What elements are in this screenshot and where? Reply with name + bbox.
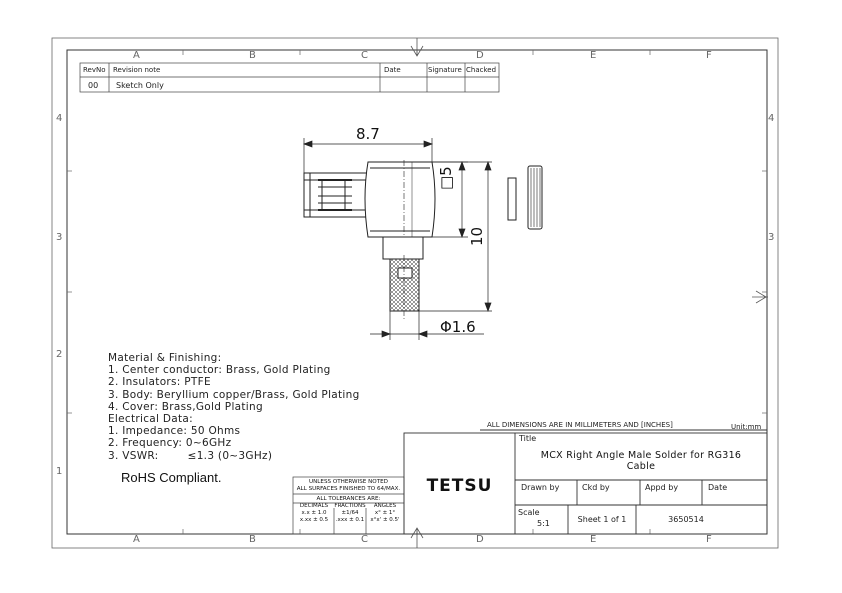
title-block-grid <box>403 429 768 535</box>
tolerance-fractions-head: FRACTIONS <box>334 503 366 509</box>
tolerance-decimals-head: DECIMALS <box>299 503 329 509</box>
zone-label-top-f: F <box>706 50 712 61</box>
rev-row-note: Sketch Only <box>116 81 164 90</box>
zone-label-top-e: E <box>590 50 597 61</box>
tolerance-angles-b: x°x' ± 0.5' <box>370 517 400 523</box>
connector-neck <box>382 236 424 260</box>
drawing-title-line-1: MCX Right Angle Male Solder for RG316 <box>540 450 742 461</box>
tolerance-fractions-b: .xxx ± 0.1 <box>335 517 365 523</box>
tolerance-fractions: FRACTIONS ±1/64 .xxx ± 0.1 <box>334 503 366 524</box>
zone-label-top-d: D <box>476 50 484 61</box>
rev-row-number: 00 <box>88 81 99 90</box>
checked-by-label: Ckd by <box>582 483 610 492</box>
nut-side-view <box>527 165 543 230</box>
tolerance-angles: ANGLES x° ± 1° x°x' ± 0.5' <box>366 503 404 524</box>
tolerance-angles-head: ANGLES <box>373 503 397 509</box>
zone-label-right-3: 3 <box>768 232 775 243</box>
tolerance-line-3: ALL TOLERANCES ARE: <box>316 496 381 502</box>
title-label: Title <box>519 434 537 443</box>
material-line-4: 4. Cover: Brass,Gold Plating <box>108 400 263 413</box>
tolerance-line-2: ALL SURFACES FINISHED TO 64/MAX. <box>296 485 401 492</box>
material-heading: Material & Finishing: <box>108 352 222 364</box>
zone-label-top-b: B <box>249 50 256 61</box>
date-label: Date <box>708 483 728 492</box>
washer-side-view <box>507 177 517 221</box>
electrical-line-3: 3. VSWR: ≤1.3 (0~3GHz) <box>108 449 273 462</box>
rohs-note: RoHS Compliant. <box>121 470 222 485</box>
rev-header-note: Revision note <box>113 66 161 74</box>
material-notes: Material & Finishing: 1. Center conducto… <box>108 352 360 462</box>
dim-diameter-label: Φ1.6 <box>440 318 476 336</box>
zone-label-bottom-c: C <box>361 534 368 545</box>
zone-label-bottom-b: B <box>249 534 256 545</box>
rev-header-revno: RevNo <box>83 66 106 74</box>
outer-frame <box>51 37 779 549</box>
dimension-lines <box>303 138 492 340</box>
electrical-line-1: 1. Impedance: 50 Ohms <box>108 425 241 438</box>
rev-header-date: Date <box>384 66 401 74</box>
tolerance-angles-a: x° ± 1° <box>374 510 396 516</box>
tolerance-fractions-a: ±1/64 <box>341 510 359 516</box>
approved-by-label: Appd by <box>645 483 679 492</box>
tolerance-decimals-b: x.xx ± 0.5 <box>299 517 329 523</box>
material-line-2: 2. Insulators: PTFE <box>108 376 211 389</box>
zone-label-bottom-f: F <box>706 534 712 545</box>
company-logo: TETSU <box>426 476 493 496</box>
zone-label-top-c: C <box>361 50 368 61</box>
rev-header-signature: Signature <box>428 66 462 74</box>
dim-square-label: □5 <box>437 166 455 190</box>
drawing-title-line-2: Cable <box>626 461 656 472</box>
scale-label: Scale <box>518 508 540 517</box>
zone-label-bottom-d: D <box>476 534 484 545</box>
zone-label-left-3: 3 <box>56 232 63 243</box>
zone-label-right-4: 4 <box>768 113 775 124</box>
tolerance-line-1: UNLESS OTHERWISE NOTED <box>309 479 388 485</box>
connector-drawing <box>303 160 436 320</box>
dim-length-label: 8.7 <box>356 125 380 143</box>
zone-label-bottom-a: A <box>133 534 140 545</box>
zone-label-left-4: 4 <box>56 113 63 124</box>
tolerance-header: UNLESS OTHERWISE NOTED ALL SURFACES FINI… <box>293 479 404 492</box>
material-line-3: 3. Body: Beryllium copper/Brass, Gold Pl… <box>108 388 360 401</box>
part-number: 3650514 <box>668 515 704 524</box>
revision-table <box>79 62 500 93</box>
drawn-by-label: Drawn by <box>521 483 560 492</box>
electrical-line-2: 2. Frequency: 0~6GHz <box>108 437 232 450</box>
zone-label-bottom-e: E <box>590 534 597 545</box>
electrical-heading: Electrical Data: <box>108 413 194 426</box>
scale-value: 5:1 <box>537 519 550 528</box>
material-line-1: 1. Center conductor: Brass, Gold Plating <box>108 364 331 377</box>
sheet-label: Sheet 1 of 1 <box>577 515 627 524</box>
dim-height-label: 10 <box>468 226 486 246</box>
zone-label-top-a: A <box>133 50 140 61</box>
unit-label: Unit:mm <box>731 423 762 431</box>
tolerance-decimals: DECIMALS x.x ± 1.0 x.xx ± 0.5 <box>295 503 333 524</box>
tolerance-decimals-a: x.x ± 1.0 <box>301 510 327 516</box>
connector-body <box>364 161 436 238</box>
rev-header-checked: Chacked <box>466 66 497 74</box>
dimension-unit-note: ALL DIMENSIONS ARE IN MILLIMETERS AND [I… <box>487 421 673 429</box>
centering-marks <box>410 38 768 548</box>
zone-label-left-2: 2 <box>56 349 63 360</box>
accessory-views <box>507 165 543 230</box>
drawing-title: MCX Right Angle Male Solder for RG316 Ca… <box>515 450 767 472</box>
zone-label-left-1: 1 <box>56 466 63 477</box>
